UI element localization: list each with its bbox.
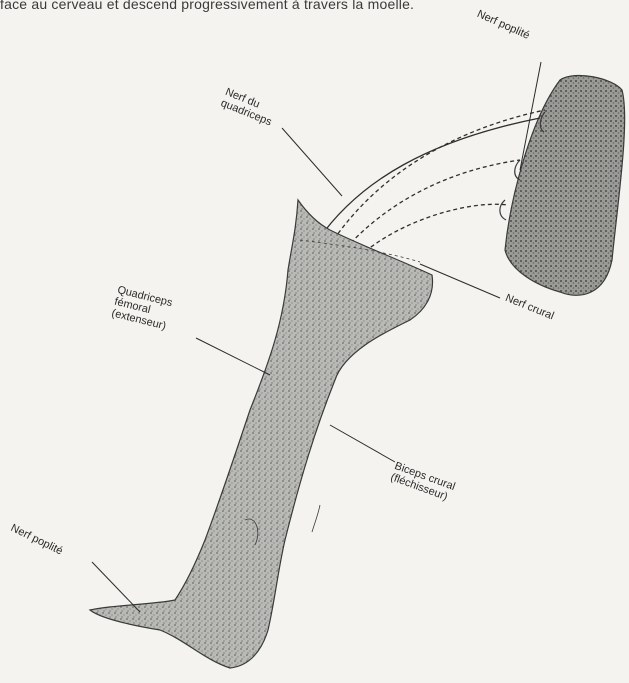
spinal-cord-block: [500, 75, 625, 295]
leg-illustration: [90, 200, 433, 668]
